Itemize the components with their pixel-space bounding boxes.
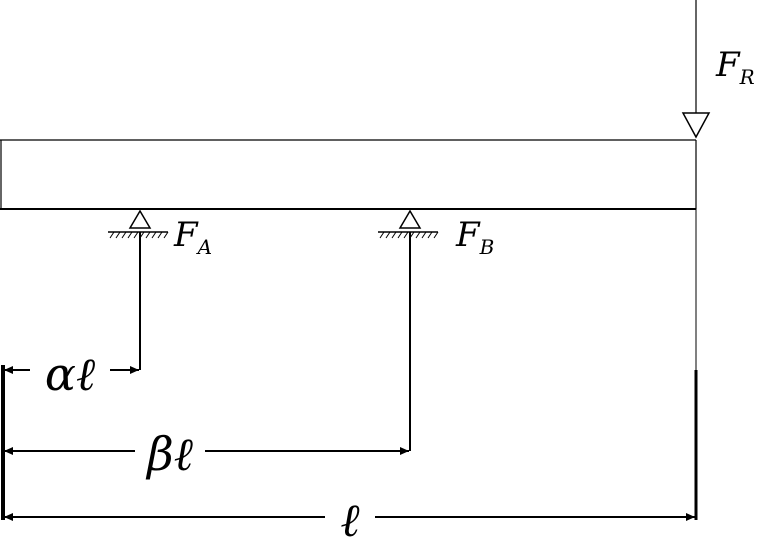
- dimension-beta-l: βℓ: [4, 427, 409, 481]
- pin-support-icon: [378, 209, 439, 239]
- pin-support-icon: [108, 209, 169, 239]
- dimension-alpha-l: αℓ: [4, 347, 139, 401]
- dim-length-label: ℓ: [340, 493, 360, 541]
- support-a: FA: [108, 209, 212, 259]
- extension-lines: [1, 209, 698, 520]
- dim-alpha-label: αℓ: [45, 347, 96, 401]
- force-a-label: FA: [173, 215, 212, 259]
- dim-beta-label: βℓ: [145, 427, 194, 481]
- beam: [0, 139, 697, 210]
- force-r-label: FR: [715, 45, 755, 89]
- load-force-r: FR: [681, 0, 755, 139]
- support-b: FB: [378, 209, 494, 259]
- dimension-l: ℓ: [4, 493, 695, 541]
- force-b-label: FB: [455, 215, 494, 259]
- down-arrow-icon: [681, 112, 711, 139]
